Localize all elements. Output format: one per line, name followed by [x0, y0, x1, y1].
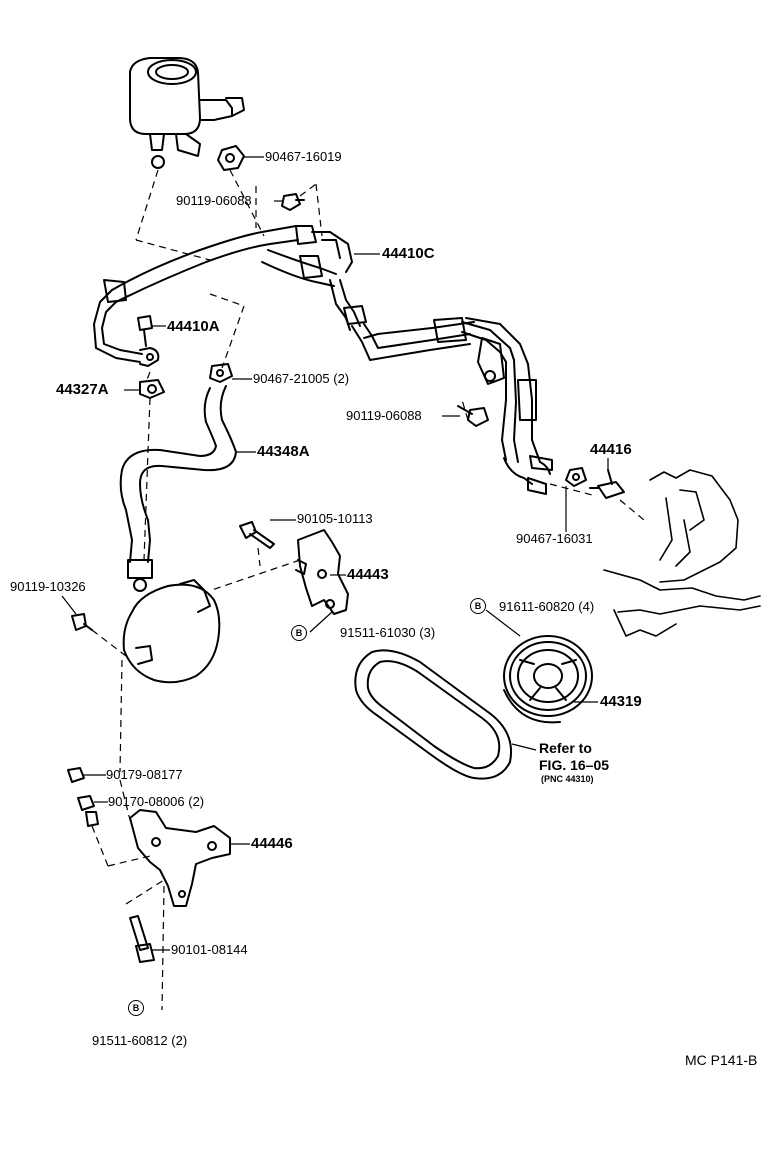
- hose-44348a: [119, 385, 237, 592]
- refer-text: Refer to: [539, 740, 592, 756]
- hose-44410a: [93, 279, 160, 367]
- nut-90467-16019: [217, 145, 245, 171]
- label-91511-61030: 91511-61030 (3): [340, 625, 436, 640]
- pump-body: [122, 579, 221, 684]
- label-90101-08144: 90101-08144: [171, 942, 248, 957]
- label-90467-16031: 90467-16031: [516, 531, 593, 546]
- bolt-90105-10113: [239, 521, 275, 549]
- label-91511-60812: 91511-60812 (2): [92, 1033, 188, 1048]
- clamp-90467-21005: [209, 363, 233, 383]
- label-44416: 44416: [590, 441, 632, 458]
- refer-figure: FIG. 16–05: [539, 757, 610, 773]
- bolt-90119-06088-top: [281, 193, 305, 211]
- label-90119-06088-top: 90119-06088: [176, 193, 252, 208]
- label-91611-60820: 91611-60820 (4): [499, 599, 595, 614]
- nut-90170-08006: [77, 795, 99, 827]
- reservoir-tank: [129, 57, 245, 169]
- label-90467-21005: 90467-21005 (2): [253, 371, 350, 386]
- bracket-44443: [295, 529, 349, 615]
- v-belt: [354, 649, 512, 780]
- bolt-90119-06088-mid: [457, 405, 489, 427]
- label-90119-06088-mid: 90119-06088: [346, 408, 422, 423]
- label-44446: 44446: [251, 835, 293, 852]
- gasket-90467-16031: [565, 467, 587, 487]
- bolt-90119-10326: [71, 613, 93, 631]
- bolt-90101-08144: [129, 915, 155, 963]
- label-90179-08177: 90179-08177: [106, 767, 183, 782]
- label-90467-16019: 90467-16019: [265, 149, 342, 164]
- label-44410a: 44410A: [167, 318, 220, 335]
- refer-pnc: (PNC 44310): [541, 774, 594, 784]
- label-90105-10113: 90105-10113: [297, 511, 373, 526]
- bolt-44410a: [137, 315, 153, 347]
- label-44327a: 44327A: [56, 381, 109, 398]
- fitting-44416: [589, 469, 625, 499]
- b-mark-91511-60812: B: [128, 1000, 144, 1016]
- steering-gear: [603, 469, 761, 637]
- hose-44410c: [111, 225, 553, 495]
- label-44348a: 44348A: [257, 443, 310, 460]
- b-mark-91611: B: [470, 598, 486, 614]
- label-90170-08006: 90170-08006 (2): [108, 794, 205, 809]
- label-44443: 44443: [347, 566, 389, 583]
- nut-90179-08177: [67, 767, 85, 783]
- label-44410c: 44410C: [382, 245, 435, 262]
- figure-code: MC P141-B: [685, 1052, 758, 1068]
- clamp-44327a: [139, 379, 165, 399]
- b-mark-91511-61030: B: [291, 625, 307, 641]
- bracket-44446: [129, 809, 231, 907]
- pulley-44319: [503, 635, 593, 724]
- label-44319: 44319: [600, 693, 642, 710]
- label-90119-10326: 90119-10326: [10, 579, 86, 594]
